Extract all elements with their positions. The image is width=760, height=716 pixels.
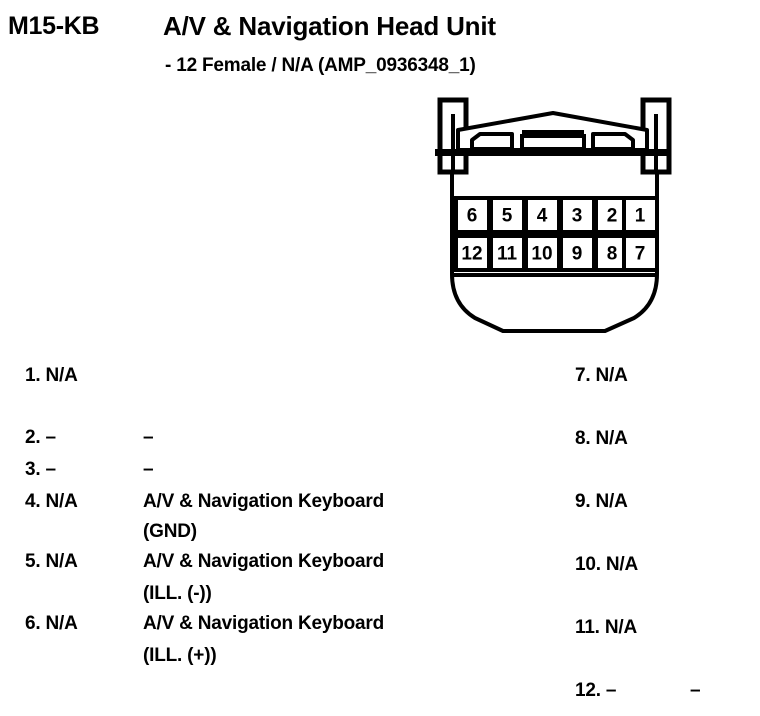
pin-label: 8. N/A: [575, 428, 628, 449]
pin-grid-row-bottom: 12 11 10 9 8 7: [454, 234, 659, 272]
connector-code: M15-KB: [8, 12, 100, 40]
page-title: A/V & Navigation Head Unit: [163, 11, 496, 41]
pin-description: A/V & Navigation Keyboard: [143, 551, 384, 572]
pin-description: A/V & Navigation Keyboard: [143, 491, 384, 512]
pin-cell: [454, 234, 491, 272]
pin-number: 8: [607, 244, 618, 265]
pin-number: 2: [607, 206, 618, 227]
latch-notch-center: [520, 134, 586, 151]
pin-description-line2: (ILL. (-)): [143, 583, 212, 604]
pin-cell: [489, 234, 526, 272]
latch-base-bar: [435, 149, 671, 156]
pin-cell: [454, 196, 491, 234]
pin-label: 6. N/A: [25, 613, 78, 634]
pin-description-line2: (GND): [143, 521, 197, 542]
connector-diagram: 6 5 4 3 2 1 12 11 10 9 8 7: [425, 92, 685, 337]
latch-notch-left: [470, 132, 514, 151]
pin-label: 2. –: [25, 427, 56, 448]
pin-label: 5. N/A: [25, 551, 78, 572]
pin-label: 12. –: [575, 680, 617, 701]
pin-label: 10. N/A: [575, 554, 639, 575]
pin-label: 1. N/A: [25, 365, 78, 386]
pin-number: 5: [502, 206, 513, 227]
pin-number: 6: [467, 206, 478, 227]
pin-number: 1: [635, 206, 646, 227]
pin-cell: [622, 196, 659, 234]
pin-number: 4: [537, 206, 548, 227]
pin-label: 11. N/A: [575, 617, 637, 638]
pin-cell: [524, 234, 561, 272]
pin-description: –: [690, 680, 701, 701]
pin-cell: [622, 234, 659, 272]
pin-number: 7: [635, 244, 646, 265]
pin-label: 9. N/A: [575, 491, 628, 512]
pin-label: 4. N/A: [25, 491, 78, 512]
pin-number: 3: [572, 206, 583, 227]
page-subtitle: - 12 Female / N/A (AMP_0936348_1): [165, 55, 476, 76]
pin-number: 9: [572, 244, 583, 265]
pin-label: 3. –: [25, 459, 56, 480]
pin-description: A/V & Navigation Keyboard: [143, 613, 384, 634]
pin-number: 11: [497, 244, 518, 265]
latch-notch-right: [591, 132, 635, 151]
pin-number: 12: [461, 244, 482, 265]
pin-number: 10: [531, 244, 552, 265]
pin-cell: [559, 234, 596, 272]
pin-cell: [524, 196, 561, 234]
pin-description: –: [143, 459, 154, 480]
pin-description: –: [143, 427, 154, 448]
pin-label: 7. N/A: [575, 365, 628, 386]
pin-description-line2: (ILL. (+)): [143, 645, 217, 666]
pin-grid-row-top: 6 5 4 3 2 1: [454, 196, 659, 234]
